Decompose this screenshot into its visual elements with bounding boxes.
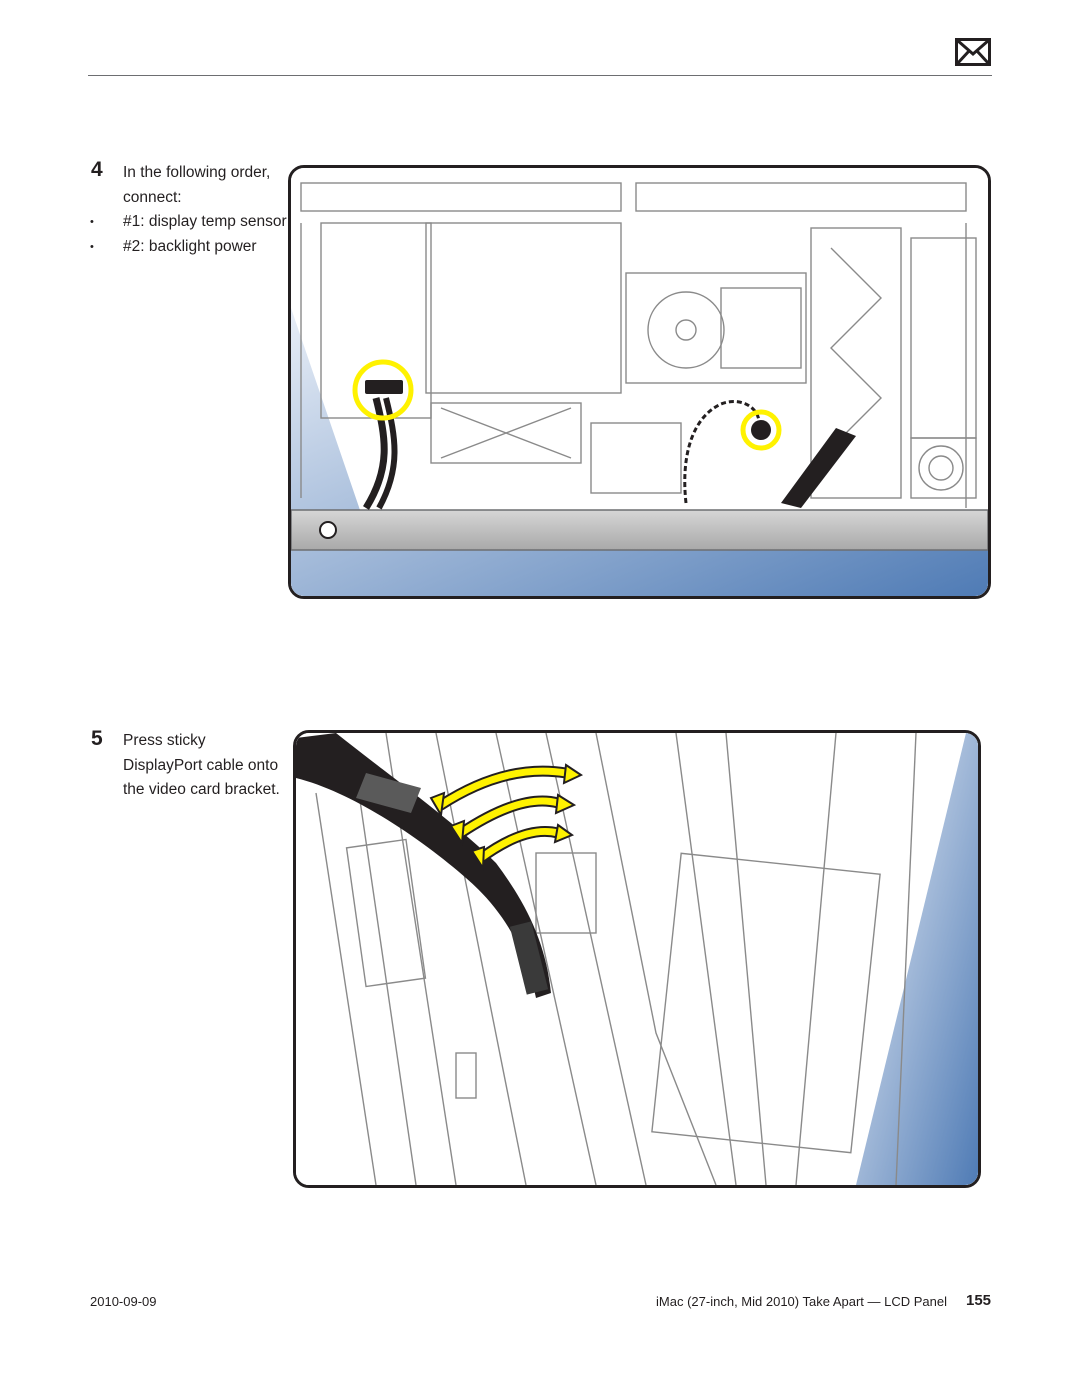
display-temp-sensor-cable	[363, 397, 388, 510]
step-4-instructions: In the following order, connect: • #1: di…	[90, 161, 288, 259]
lcd-glass-edge	[856, 733, 978, 1185]
bullet-icon: •	[90, 216, 94, 228]
footer-date: 2010-09-09	[90, 1294, 157, 1309]
bullet-text: #1: display temp sensor	[123, 213, 287, 230]
step-4-illustration	[288, 165, 991, 599]
step-5-illustration	[293, 730, 981, 1188]
backlight-power-cable	[683, 400, 761, 504]
bullet-icon: •	[90, 240, 94, 253]
bullet-item: • #2: backlight power	[90, 235, 288, 260]
step-5-intro: Press sticky DisplayPort cable onto the …	[123, 732, 280, 798]
header-rule	[88, 75, 992, 76]
press-arrows	[437, 767, 570, 862]
connector-2-highlight	[740, 409, 782, 451]
footer-doc-title: iMac (27-inch, Mid 2010) Take Apart — LC…	[656, 1294, 947, 1309]
step-4-bullet-list: • #1: display temp sensor • #2: backlight …	[90, 210, 288, 259]
displayport-cable	[296, 733, 551, 998]
bullet-text: #2: backlight power	[123, 237, 257, 255]
step-4-intro: In the following order, connect:	[123, 164, 271, 206]
ribbon-cable	[781, 428, 856, 508]
page-number: 155	[966, 1292, 992, 1309]
step-5-instructions: Press sticky DisplayPort cable onto the …	[123, 729, 283, 803]
step-5-number: 5	[91, 727, 103, 750]
connector-1-highlight	[352, 359, 414, 421]
envelope-icon[interactable]	[955, 38, 991, 66]
enclosure-rail	[291, 509, 988, 551]
step-4-number: 4	[91, 158, 103, 181]
bullet-item: • #1: display temp sensor	[90, 210, 288, 235]
